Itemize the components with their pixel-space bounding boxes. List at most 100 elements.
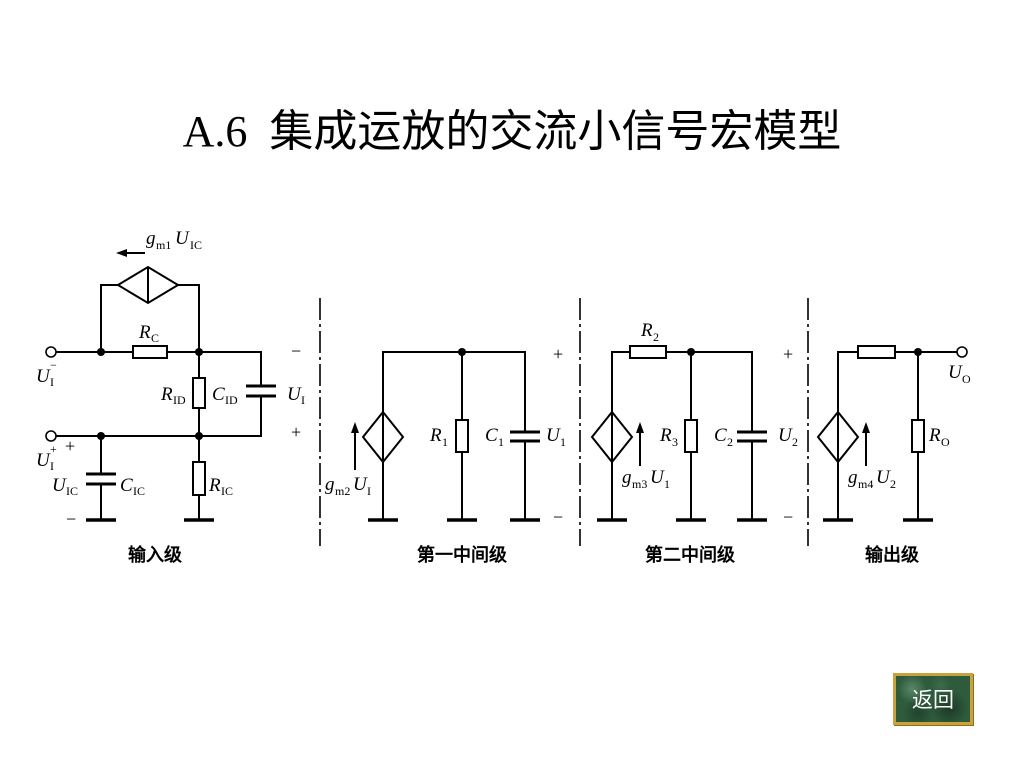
label-gm2-ui-g: g — [325, 474, 335, 495]
polarity-plus: + — [65, 436, 75, 456]
label-gm4-u2-g: g — [848, 467, 858, 488]
label-gm1-uic-g-sub: m1 — [156, 238, 171, 252]
label-ui-minus: U I − — [36, 358, 57, 389]
label-gm4-u2-u: U — [876, 467, 891, 488]
label-u2-sub: 2 — [792, 435, 798, 449]
page-title: A.6 集成运放的交流小信号宏模型 — [182, 107, 842, 156]
label-cic: C IC — [120, 475, 145, 498]
label-c2: C 2 — [714, 425, 733, 449]
polarity-minus: − — [291, 341, 301, 361]
junction-dot — [914, 348, 922, 356]
label-cid-main: C — [212, 384, 225, 405]
label-gm4-u2-u-sub: 2 — [890, 477, 896, 491]
label-rid-main: R — [160, 384, 173, 405]
dependent-current-source-gm4 — [816, 410, 860, 464]
stage-label-intermediate1: 第一中间级 — [417, 544, 508, 566]
back-button-label: 返回 — [912, 688, 954, 712]
label-ui-minus-sub: I — [50, 375, 54, 389]
label-ric-sub: IC — [221, 484, 233, 498]
label-uic-sub: IC — [66, 484, 78, 498]
label-gm1-uic-u: U — [175, 228, 190, 249]
label-c1-sub: 1 — [498, 435, 504, 449]
label-ui-plus-main: U — [36, 450, 51, 471]
label-uo-sub: O — [962, 372, 971, 386]
label-uo: U O — [948, 362, 971, 386]
label-c2-main: C — [714, 425, 727, 446]
label-ui-plus-sup: + — [50, 442, 57, 456]
polarity-minus: − — [783, 507, 793, 527]
label-cid-sub: ID — [225, 393, 238, 407]
arrow-head — [862, 422, 870, 433]
arrow-head — [351, 422, 359, 433]
label-cic-main: C — [120, 475, 133, 496]
label-ui: U I — [287, 384, 305, 407]
polarity-plus: + — [291, 422, 301, 442]
junction-dot — [458, 348, 466, 356]
junction-dot — [97, 432, 105, 440]
current-direction-arrow-up — [351, 422, 359, 470]
resistor-ro — [911, 419, 925, 453]
label-u1-main: U — [546, 425, 561, 446]
capacitor-cid — [246, 384, 276, 398]
junction-dot — [687, 348, 695, 356]
label-gm4-u2-g-sub: m4 — [858, 477, 873, 491]
resistor-rid — [192, 377, 206, 409]
current-direction-arrow-up — [862, 422, 870, 466]
label-u2-main: U — [778, 425, 793, 446]
label-rc-sub: C — [151, 331, 159, 345]
current-direction-arrow-up — [636, 422, 644, 466]
resistor-r3 — [684, 419, 698, 453]
polarity-minus: − — [66, 509, 76, 529]
back-button[interactable]: 返回 — [893, 673, 973, 725]
stage-intermediate1-circuit — [351, 348, 540, 522]
stage-label-input: 输入级 — [128, 544, 183, 566]
resistor-rc — [132, 345, 168, 359]
intermediate2-stage-wires — [611, 351, 753, 520]
label-c2-sub: 2 — [727, 435, 733, 449]
label-u2: U 2 — [778, 425, 798, 449]
label-gm3-u1-u-sub: 1 — [664, 477, 670, 491]
junction-dot — [195, 348, 203, 356]
label-r2-main: R — [640, 320, 653, 341]
label-ui-sub: I — [301, 393, 305, 407]
label-u1: U 1 — [546, 425, 566, 449]
label-gm2-ui: g m2 U I — [325, 474, 371, 498]
polarity-plus: + — [783, 344, 793, 364]
label-ric: R IC — [208, 475, 233, 498]
label-gm3-u1-g: g — [622, 467, 632, 488]
capacitor-cic — [86, 472, 116, 486]
terminal-inverting-input — [45, 346, 57, 358]
label-gm2-ui-g-sub: m2 — [335, 484, 350, 498]
terminal-noninverting-input — [45, 430, 57, 442]
label-r2-sub: 2 — [653, 330, 659, 344]
stage-output-circuit — [816, 345, 968, 522]
resistor-r1 — [455, 419, 469, 453]
label-r1-main: R — [429, 425, 442, 446]
label-uic: U IC — [52, 475, 78, 498]
label-cid: C ID — [212, 384, 238, 407]
intermediate1-stage-wires — [382, 351, 526, 520]
dependent-current-source-gm3 — [590, 410, 634, 464]
label-gm2-ui-u: U — [353, 474, 368, 495]
terminal-output — [956, 346, 968, 358]
resistor-r2 — [629, 345, 667, 359]
label-ui-minus-sup: − — [50, 358, 57, 372]
label-uic-main: U — [52, 475, 67, 496]
stage-intermediate2-circuit — [590, 345, 767, 522]
label-gm1-uic-g: g — [146, 228, 156, 249]
label-ro-sub: O — [941, 435, 950, 449]
resistor-ric — [192, 461, 206, 496]
capacitor-c1 — [510, 430, 540, 443]
label-uo-main: U — [948, 362, 963, 383]
label-r3: R 3 — [659, 425, 678, 449]
label-gm3-u1-g-sub: m3 — [632, 477, 647, 491]
label-ui-plus: U I + — [36, 442, 57, 473]
label-gm2-ui-u-sub: I — [367, 484, 371, 498]
label-c1-main: C — [485, 425, 498, 446]
label-gm1-uic: g m1 U IC — [146, 228, 202, 252]
junction-dot — [195, 432, 203, 440]
junction-dot — [97, 348, 105, 356]
dependent-current-source-gm2 — [361, 410, 405, 464]
label-r3-sub: 3 — [672, 435, 678, 449]
polarity-minus: − — [553, 507, 563, 527]
